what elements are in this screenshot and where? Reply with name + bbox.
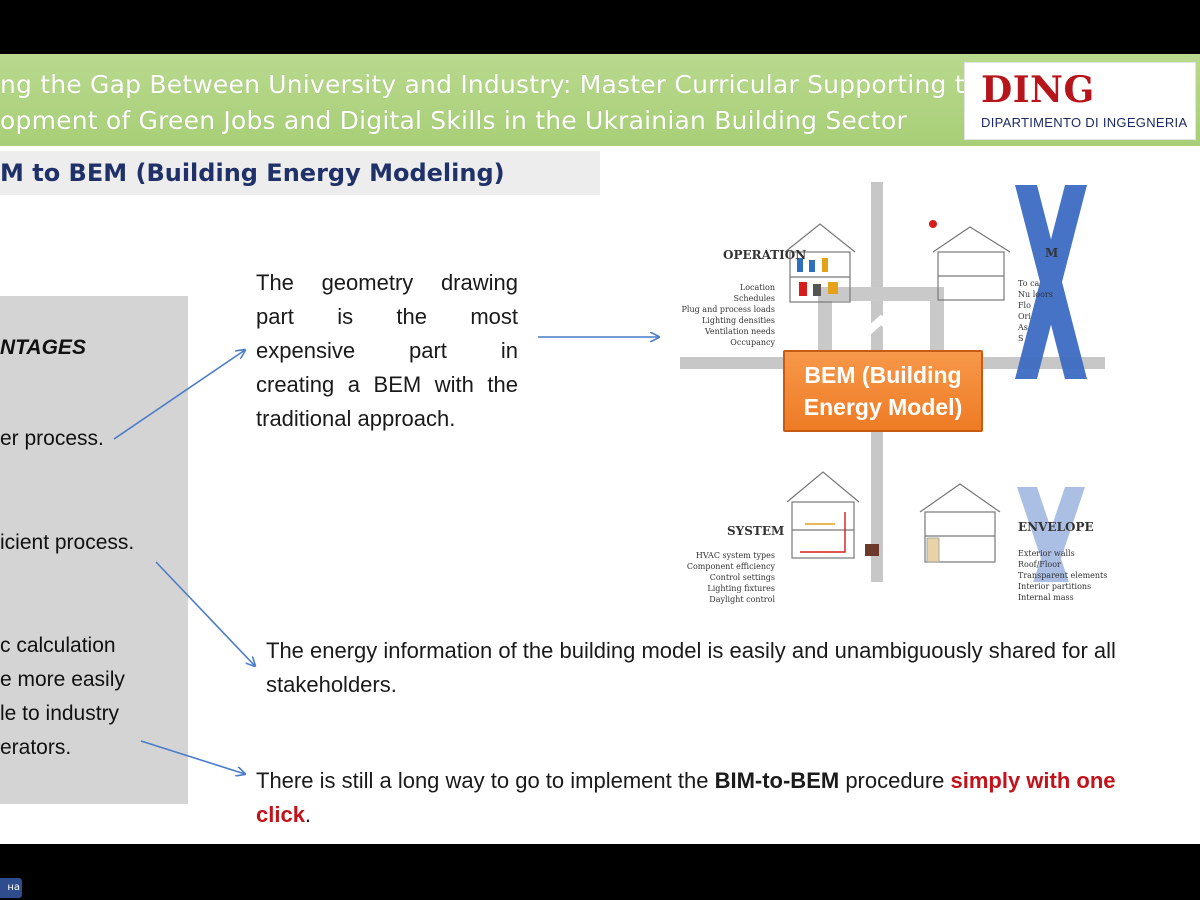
geometry-note-line: The geometry drawing xyxy=(256,270,518,295)
hvac-piping xyxy=(800,512,846,553)
one-click-emphasis: simply with one click xyxy=(256,768,1116,827)
operation-item: Location xyxy=(739,283,775,292)
slide-title-line-1: ng the Gap Between University and Indust… xyxy=(0,70,997,99)
operation-items: Location Schedules Plug and process load… xyxy=(675,282,775,348)
geometry-note-line: creating a BEM with the xyxy=(256,372,518,397)
bim-to-bem-note: There is still a long way to go to imple… xyxy=(256,764,1156,832)
advantage-item: icient process. xyxy=(0,531,135,554)
system-item: Control settings xyxy=(709,573,775,582)
geometry-item: To ca xyxy=(1018,279,1040,288)
envelope-items: Exterior walls Roof/Floor Transparent el… xyxy=(1018,548,1118,603)
operation-item: Occupancy xyxy=(730,338,775,347)
center-house-roof xyxy=(844,314,918,353)
geometry-items: To ca Nu loors Flo Ori As S xyxy=(1018,278,1118,344)
envelope-item: Internal mass xyxy=(1018,593,1074,602)
advantage-item: c calculation xyxy=(0,634,116,657)
sun-marker xyxy=(929,220,937,228)
center-house-frame xyxy=(818,287,944,364)
operation-item: Plug and process loads xyxy=(681,305,775,314)
arrow-to-bim-note xyxy=(140,740,245,774)
envelope-wall-section xyxy=(926,537,940,563)
advantages-heading: NTAGES xyxy=(0,336,86,359)
operation-house-icon xyxy=(784,223,856,303)
bim-to-bem-term: BIM-to-BEM xyxy=(714,768,840,793)
hvac-unit xyxy=(865,544,879,556)
taskbar-tab[interactable]: на xyxy=(0,878,22,898)
system-item: Component efficiency xyxy=(686,562,775,571)
system-quadrant-title: SYSTEM xyxy=(727,524,785,538)
system-item: Daylight control xyxy=(709,595,775,604)
logo-subtitle: DIPARTIMENTO DI INGEGNERIA xyxy=(981,115,1188,130)
note-middle: procedure xyxy=(839,768,951,793)
bem-center-box: BEM (Building Energy Model) xyxy=(783,350,983,432)
geometry-note: The geometry drawing part is the most ex… xyxy=(256,266,518,436)
operation-item: Ventilation needs xyxy=(704,327,775,336)
envelope-cross-mark xyxy=(1017,487,1085,582)
ding-logo: DING DIPARTIMENTO DI INGEGNERIA xyxy=(964,62,1196,140)
geometry-note-line: part is the most xyxy=(256,304,518,329)
system-item: HVAC system types xyxy=(695,551,775,560)
section-subtitle-band: M to BEM (Building Energy Modeling) xyxy=(0,151,600,195)
advantage-item: le to industry xyxy=(0,702,120,725)
operation-item: Schedules xyxy=(733,294,775,303)
advantage-item: erators. xyxy=(0,736,72,759)
envelope-item: Roof/Floor xyxy=(1018,560,1061,569)
geometry-cross-mark xyxy=(1015,185,1087,379)
operation-quadrant-title: OPERATION xyxy=(723,248,807,262)
envelope-house-icon xyxy=(919,483,1001,563)
note-prefix: There is still a long way to go to imple… xyxy=(256,768,715,793)
system-item: Lighting fixtures xyxy=(707,584,775,593)
arrow-to-energy-note xyxy=(155,561,255,666)
envelope-item: Exterior walls xyxy=(1018,549,1075,558)
geometry-item: As xyxy=(1018,323,1028,332)
bem-quadrant-diagram: OPERATION Location Schedules Plug and pr… xyxy=(675,182,1130,604)
geometry-item: Flo xyxy=(1018,301,1031,310)
slide-title-line-2: opment of Green Jobs and Digital Skills … xyxy=(0,106,907,135)
envelope-item: Transparent elements xyxy=(1018,571,1108,580)
section-subtitle: M to BEM (Building Energy Modeling) xyxy=(0,159,505,187)
geometry-note-line: traditional approach. xyxy=(256,406,456,431)
geometry-quadrant-title: M xyxy=(1045,246,1059,260)
advantage-item: e more easily xyxy=(0,668,125,691)
envelope-quadrant-title: ENVELOPE xyxy=(1018,520,1094,534)
geometry-note-line: expensive part in xyxy=(256,338,518,363)
note-end: . xyxy=(304,802,312,827)
geometry-item: S xyxy=(1018,334,1024,343)
connector-arrows xyxy=(113,54,1200,844)
envelope-item: Interior partitions xyxy=(1018,582,1092,591)
operation-item: Lighting densities xyxy=(701,316,775,325)
geometry-item: Ori xyxy=(1018,312,1031,321)
advantage-item: er process. xyxy=(0,427,104,450)
energy-info-note: The energy information of the building m… xyxy=(266,638,1116,697)
geometry-item: Nu loors xyxy=(1018,290,1053,299)
occupant-figures xyxy=(797,258,838,296)
system-house-icon xyxy=(786,471,860,559)
presentation-slide: ng the Gap Between University and Indust… xyxy=(0,54,1200,844)
arrow-to-geometry-note xyxy=(113,350,245,440)
logo-wordmark: DING xyxy=(981,69,1095,111)
geometry-house-icon xyxy=(932,226,1011,301)
slide-header: ng the Gap Between University and Indust… xyxy=(0,54,1200,146)
advantages-panel: NTAGES er process. icient process. c cal… xyxy=(0,296,188,804)
system-items: HVAC system types Component efficiency C… xyxy=(675,550,775,605)
